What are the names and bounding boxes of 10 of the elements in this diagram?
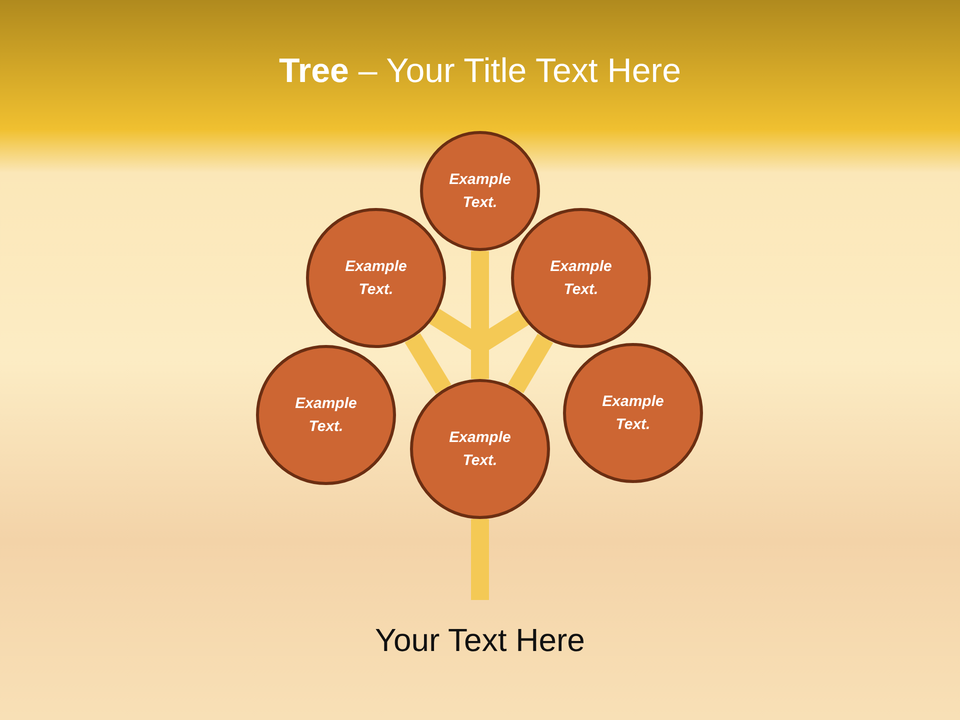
caption: Your Text Here [374, 622, 586, 659]
node-text: Example Text. [549, 257, 613, 300]
tree-branch [404, 333, 452, 394]
node-text: Example Text. [601, 392, 665, 435]
tree-branch [508, 334, 554, 394]
node-text: Example Text. [294, 394, 358, 437]
node-text: Example Text. [448, 428, 512, 471]
node-text: Example Text. [448, 170, 512, 213]
node-text: Example Text. [344, 257, 408, 300]
title: Tree – Your Title Text Here [278, 52, 682, 91]
